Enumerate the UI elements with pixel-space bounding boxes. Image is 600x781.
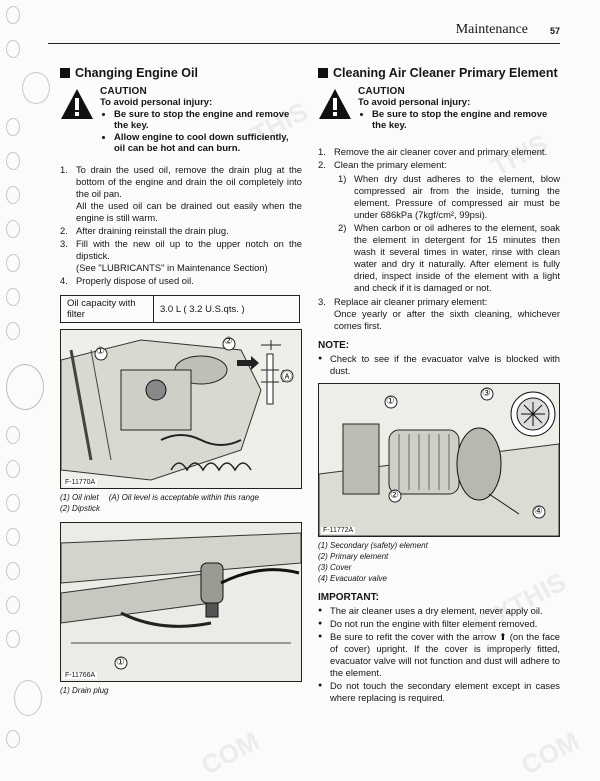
- figure-caption: (1) Secondary (safety) element (2) Prima…: [318, 541, 428, 583]
- caution-box: CAUTION To avoid personal injury: Be sur…: [318, 86, 560, 134]
- important-item: The air cleaner uses a dry element, neve…: [318, 605, 560, 617]
- binder-ring: [6, 364, 44, 410]
- section-title: Maintenance: [455, 22, 528, 37]
- step: 2.After draining reinstall the drain plu…: [60, 225, 229, 236]
- sub-step: 1)When dry dust adheres to the element, …: [338, 173, 560, 220]
- header-rule: [48, 43, 560, 44]
- caution-item: Allow engine to cool down sufficiently, …: [114, 132, 302, 154]
- caution-intro: To avoid personal injury:: [100, 97, 213, 108]
- figure-caption: (1) Drain plug: [60, 686, 109, 695]
- binder-hole: [6, 528, 20, 546]
- important-item: Be sure to refit the cover with the arro…: [318, 631, 560, 679]
- binder-hole: [6, 426, 20, 444]
- step: 1.To drain the used oil, remove the drai…: [60, 164, 302, 223]
- binder-hole: [6, 562, 20, 580]
- figure-code: F-11770A: [63, 479, 98, 486]
- figure-caption: (1) Oil inlet(A) Oil level is acceptable…: [60, 493, 259, 513]
- binder-holes: [4, 0, 24, 776]
- callout-4: ④: [534, 506, 543, 517]
- warning-triangle-icon: [319, 89, 351, 119]
- figure-air-cleaner: ① ② ③ ④ F-11772A: [318, 383, 560, 537]
- callout-2: ②: [390, 490, 399, 501]
- right-column: Cleaning Air Cleaner Primary Element CAU…: [318, 66, 560, 706]
- oil-steps: 1.To drain the used oil, remove the drai…: [60, 164, 302, 287]
- figure-oil-inlet: ② ① Ⓐ F-11770A: [60, 329, 302, 489]
- callout-3: ③: [482, 388, 491, 399]
- binder-hole: [6, 254, 20, 272]
- caution-title: CAUTION: [100, 86, 147, 97]
- drain-plug-illustration: [61, 523, 301, 681]
- left-column: Changing Engine Oil CAUTION To avoid per…: [60, 66, 302, 696]
- figure-code: F-11772A: [321, 527, 356, 534]
- binder-hole: [6, 152, 20, 170]
- callout-a: Ⓐ: [282, 372, 292, 383]
- step: 4.Properly dispose of used oil.: [60, 275, 194, 286]
- binder-hole: [6, 288, 20, 306]
- binder-hole: [6, 220, 20, 238]
- caution-item: Be sure to stop the engine and remove th…: [114, 109, 302, 131]
- callout-1: ①: [386, 396, 395, 407]
- watermark: COM: [516, 725, 584, 781]
- caution-intro: To avoid personal injury:: [358, 97, 471, 108]
- step: 2.Clean the primary element: 1)When dry …: [318, 159, 560, 293]
- figure-code: F-11766A: [63, 672, 98, 679]
- heading-square-icon: [60, 68, 70, 78]
- section-heading: Changing Engine Oil: [60, 66, 302, 80]
- callout-2: ②: [224, 336, 233, 347]
- binder-hole: [6, 460, 20, 478]
- binder-hole: [6, 40, 20, 58]
- engine-illustration: [61, 330, 301, 488]
- important-item: Do not run the engine with filter elemen…: [318, 618, 560, 630]
- caution-box: CAUTION To avoid personal injury: Be sur…: [60, 86, 302, 154]
- step: 3.Fill with the new oil up to the upper …: [60, 238, 302, 273]
- note-item: Check to see if the evacuator valve is b…: [318, 353, 560, 377]
- step: 1.Remove the air cleaner cover and prima…: [318, 146, 548, 157]
- important-list: The air cleaner uses a dry element, neve…: [318, 605, 560, 704]
- binder-hole: [6, 596, 20, 614]
- cleaner-steps: 1.Remove the air cleaner cover and prima…: [318, 146, 560, 332]
- section-heading: Cleaning Air Cleaner Primary Element: [318, 66, 560, 80]
- page-number: 57: [549, 26, 560, 36]
- binder-hole: [6, 494, 20, 512]
- oil-capacity-table: Oil capacity with filter 3.0 L ( 3.2 U.S…: [60, 295, 300, 323]
- note-list: Check to see if the evacuator valve is b…: [318, 353, 560, 377]
- sub-step: 2)When carbon or oil adheres to the elem…: [338, 222, 560, 293]
- caution-title: CAUTION: [358, 86, 405, 97]
- heading-square-icon: [318, 68, 328, 78]
- important-title: IMPORTANT:: [318, 592, 379, 603]
- binder-ring: [14, 680, 42, 716]
- binder-ring: [22, 72, 50, 104]
- table-value: 3.0 L ( 3.2 U.S.qts. ): [153, 295, 300, 323]
- binder-hole: [6, 186, 20, 204]
- figure-drain-plug: ① F-11766A: [60, 522, 302, 682]
- important-item: Do not touch the secondary element excep…: [318, 680, 560, 704]
- note-title: NOTE:: [318, 340, 350, 351]
- binder-hole: [6, 6, 20, 24]
- step: 3.Replace air cleaner primary element:On…: [318, 296, 560, 331]
- binder-hole: [6, 118, 20, 136]
- page-header: Maintenance 57: [48, 20, 560, 44]
- callout-1: ①: [96, 346, 105, 357]
- caution-item: Be sure to stop the engine and remove th…: [372, 109, 560, 131]
- binder-hole: [6, 322, 20, 340]
- binder-hole: [6, 730, 20, 748]
- callout-1: ①: [116, 657, 125, 668]
- warning-triangle-icon: [61, 89, 93, 119]
- air-cleaner-illustration: [319, 384, 559, 536]
- watermark: COM: [196, 725, 264, 781]
- table-label: Oil capacity with filter: [60, 295, 154, 323]
- binder-hole: [6, 630, 20, 648]
